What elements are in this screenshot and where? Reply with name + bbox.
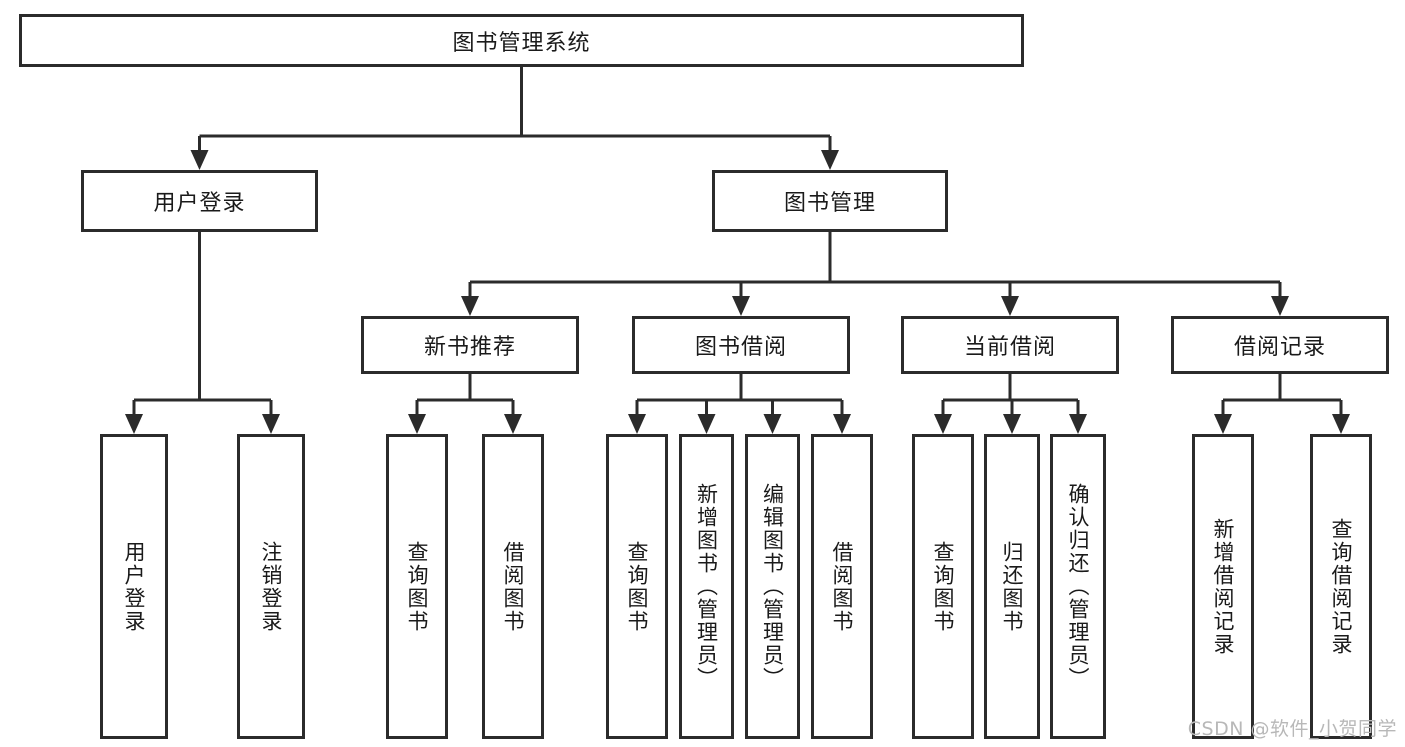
node-box-leaf-bb-borrow[interactable]	[811, 434, 873, 739]
arrow-head-user-login	[190, 150, 209, 170]
node-box-leaf-user-login[interactable]	[100, 434, 168, 739]
arrow-head-leaf-cb-return	[1003, 414, 1021, 434]
node-box-root[interactable]	[19, 14, 1024, 67]
arrow-head-leaf-br-add	[1214, 414, 1232, 434]
node-box-leaf-user-logout[interactable]	[237, 434, 305, 739]
arrow-head-leaf-br-query	[1332, 414, 1350, 434]
arrow-head-current-borrow	[1001, 296, 1019, 316]
node-box-leaf-br-query[interactable]	[1310, 434, 1372, 739]
node-box-leaf-cb-confirm[interactable]	[1050, 434, 1106, 739]
node-box-new-book-rec[interactable]	[361, 316, 579, 374]
node-box-borrow-record[interactable]	[1171, 316, 1389, 374]
arrow-head-leaf-rec-query	[408, 414, 426, 434]
box-layer	[19, 14, 1389, 739]
connector-layer	[125, 67, 1350, 434]
node-box-book-admin[interactable]	[712, 170, 948, 232]
arrow-head-new-book-rec	[461, 296, 479, 316]
node-box-leaf-bb-edit[interactable]	[745, 434, 800, 739]
node-box-leaf-cb-query[interactable]	[912, 434, 974, 739]
arrow-head-leaf-bb-query	[628, 414, 646, 434]
arrow-head-leaf-cb-query	[934, 414, 952, 434]
arrow-head-leaf-bb-edit	[763, 414, 782, 434]
node-box-leaf-rec-query[interactable]	[386, 434, 448, 739]
arrow-head-leaf-cb-confirm	[1069, 414, 1087, 434]
node-box-leaf-rec-borrow[interactable]	[482, 434, 544, 739]
arrow-head-book-borrow	[732, 296, 750, 316]
arrow-head-leaf-user-logout	[262, 414, 280, 434]
arrow-head-leaf-bb-add	[697, 414, 716, 434]
arrow-head-book-admin	[821, 150, 839, 170]
node-box-current-borrow[interactable]	[901, 316, 1119, 374]
node-box-leaf-bb-query[interactable]	[606, 434, 668, 739]
node-box-user-login[interactable]	[81, 170, 318, 232]
node-box-leaf-cb-return[interactable]	[984, 434, 1040, 739]
arrow-head-leaf-rec-borrow	[504, 414, 522, 434]
arrow-head-borrow-record	[1271, 296, 1289, 316]
node-box-book-borrow[interactable]	[632, 316, 850, 374]
node-box-leaf-br-add[interactable]	[1192, 434, 1254, 739]
arrow-head-leaf-bb-borrow	[833, 414, 851, 434]
node-box-leaf-bb-add[interactable]	[679, 434, 734, 739]
arrow-head-leaf-user-login	[125, 414, 143, 434]
